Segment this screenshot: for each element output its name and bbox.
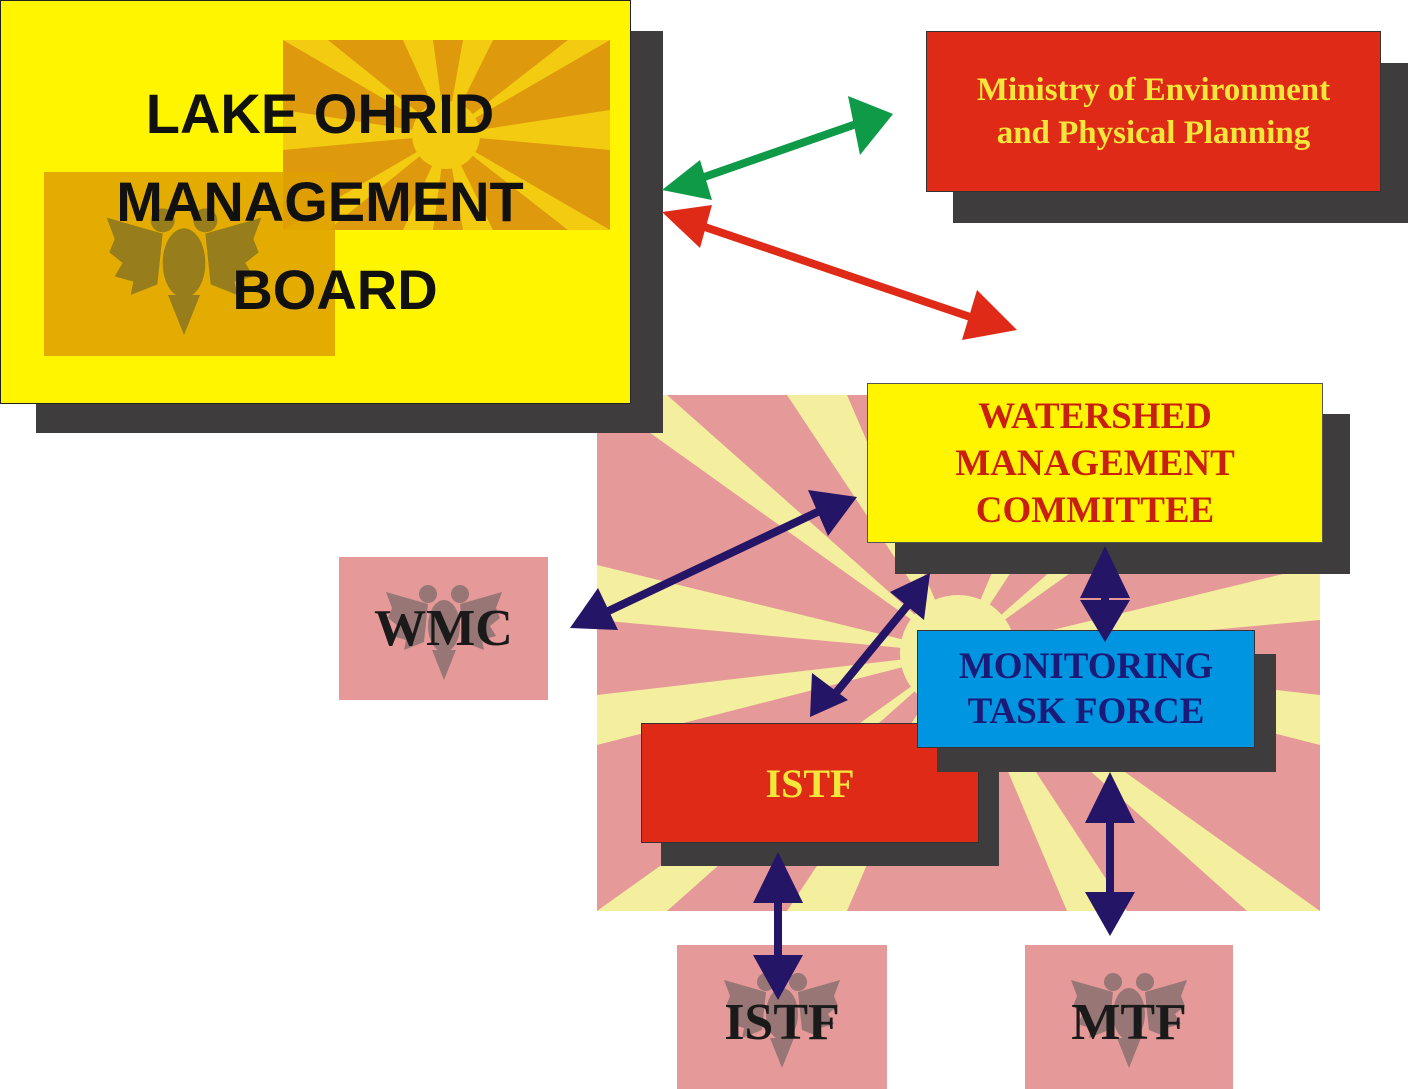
watershed-committee-box: WATERSHED MANAGEMENT COMMITTEE	[867, 383, 1323, 543]
arrow-board-ministry	[662, 96, 893, 200]
double-headed-eagle-icon	[385, 584, 502, 680]
wmc-flag-label: WMC	[374, 600, 513, 657]
monitoring-task-force-box: MONITORING TASK FORCE	[917, 630, 1255, 748]
istf-flag: ISTF	[677, 945, 887, 1089]
double-headed-eagle-icon	[724, 973, 840, 1068]
arrow-istf-committee	[810, 573, 930, 717]
mtf-flag-label: MTF	[1071, 993, 1187, 1051]
arrow-monitoring-mtf	[1085, 772, 1135, 936]
flag-emblem-orange	[44, 172, 335, 356]
monitoring-line1: MONITORING	[958, 646, 1214, 687]
arrow-committee-monitoring	[1080, 546, 1130, 642]
double-headed-eagle-icon	[1071, 973, 1187, 1068]
arrow-istf-flag	[753, 852, 803, 1000]
board-title-line1: LAKE OHRID	[145, 82, 495, 145]
istf-box-label: ISTF	[765, 760, 855, 806]
ministry-line2: and Physical Planning	[996, 114, 1311, 151]
monitoring-line2: TASK FORCE	[967, 691, 1205, 732]
double-headed-eagle-icon	[106, 208, 262, 335]
arrow-board-committee	[662, 205, 1017, 340]
istf-flag-label: ISTF	[724, 993, 840, 1051]
mtf-flag: MTF	[1025, 945, 1233, 1089]
board-title-line3: BOARD	[232, 258, 438, 321]
committee-line1: WATERSHED	[978, 395, 1212, 437]
committee-line3: COMMITTEE	[975, 489, 1215, 531]
board-title-line2: MANAGEMENT	[116, 170, 524, 233]
committee-line2: MANAGEMENT	[955, 442, 1235, 484]
ministry-line1: Ministry of Environment	[976, 71, 1331, 108]
management-board-title: LAKE OHRID MANAGEMENT BOARD	[40, 70, 600, 330]
ministry-box: Ministry of Environment and Physical Pla…	[926, 31, 1381, 192]
arrow-wmc-committee	[570, 490, 857, 630]
wmc-flag: WMC	[339, 557, 548, 700]
sun-emblem-icon	[283, 40, 610, 230]
